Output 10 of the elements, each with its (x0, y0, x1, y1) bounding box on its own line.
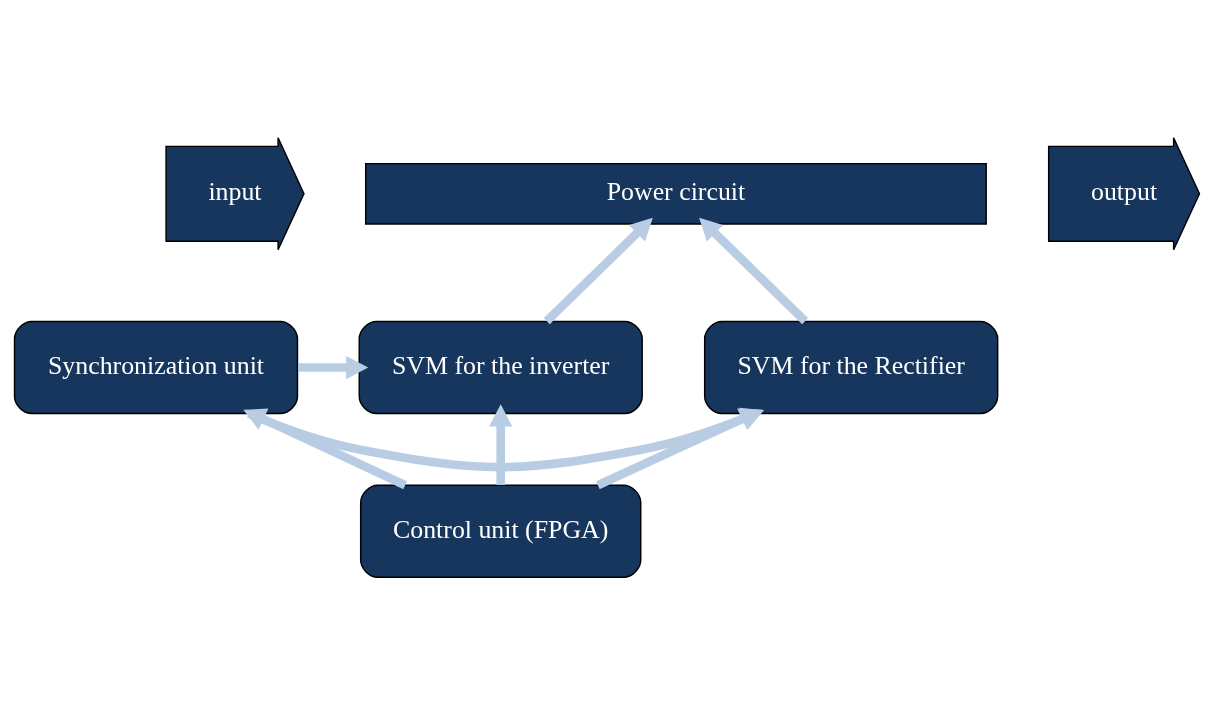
node-box: SVM for the inverter (358, 320, 643, 415)
node-box: Control unit (FPGA) (359, 484, 642, 578)
arrow (543, 217, 653, 325)
node-box: SVM for the Rectifier (703, 320, 999, 415)
arrow (699, 217, 809, 325)
arrow (298, 355, 369, 380)
arrow (243, 408, 407, 490)
arrow (489, 404, 513, 486)
node-box: Power circuit (364, 162, 987, 225)
node-box: Synchronization unit (13, 320, 299, 415)
